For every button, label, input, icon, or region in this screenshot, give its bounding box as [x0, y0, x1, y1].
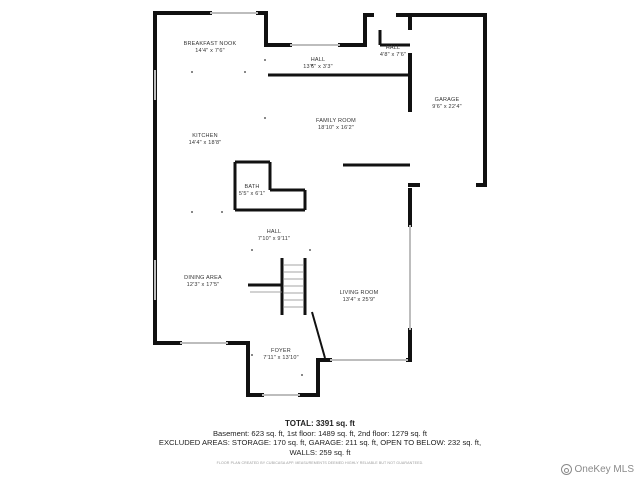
room-breakfast-nook: BREAKFAST NOOK 14'4" x 7'6"	[180, 41, 240, 55]
room-dimensions: 9'6" x 22'4"	[432, 104, 462, 110]
room-hall-center: HALL 7'10" x 9'11"	[252, 229, 296, 243]
room-name: BATH	[244, 184, 260, 190]
room-foyer: FOYER 7'11" x 13'10"	[258, 348, 304, 362]
room-family-room: FAMILY ROOM 18'10" x 16'2"	[308, 118, 364, 132]
room-name: GARAGE	[434, 97, 460, 103]
room-dimensions: 13'6" x 3'3"	[303, 64, 333, 70]
room-name: KITCHEN	[192, 133, 218, 139]
room-bath: BATH 5'5" x 6'1"	[236, 184, 268, 198]
watermark-text: OneKey MLS	[574, 464, 634, 475]
onekey-logo-icon	[560, 464, 572, 475]
room-dimensions: 13'4" x 25'9"	[342, 297, 376, 303]
room-dimensions: 14'4" x 7'6"	[195, 48, 225, 54]
room-dimensions: 14'4" x 18'8"	[188, 140, 222, 146]
room-name: LIVING ROOM	[339, 290, 379, 296]
room-hall-right: HALL 4'8" x 7'6"	[375, 45, 411, 59]
total-area: TOTAL: 3391 sq. ft	[285, 419, 355, 428]
room-living-room: LIVING ROOM 13'4" x 25'9"	[334, 290, 384, 304]
room-dimensions: 5'5" x 6'1"	[238, 191, 266, 197]
room-dimensions: 7'11" x 13'10"	[263, 355, 299, 361]
room-name: DINING AREA	[184, 275, 222, 281]
room-name: FOYER	[271, 348, 291, 354]
room-name: FAMILY ROOM	[316, 118, 356, 124]
room-name: HALL	[310, 57, 326, 63]
room-hall-top: HALL 13'6" x 3'3"	[296, 57, 340, 71]
fixture-marks	[191, 59, 313, 376]
room-dimensions: 12'3" x 17'5"	[186, 282, 220, 288]
room-dining-area: DINING AREA 12'3" x 17'5"	[180, 275, 226, 289]
room-dimensions: 4'8" x 7'6"	[379, 52, 407, 58]
exterior-walls	[153, 11, 487, 397]
room-name: BREAKFAST NOOK	[183, 41, 237, 47]
watermark: OneKey MLS	[560, 464, 634, 475]
room-kitchen: KITCHEN 14'4" x 18'8"	[183, 133, 227, 147]
room-dimensions: 18'10" x 16'2"	[317, 125, 355, 131]
stairs	[250, 264, 303, 308]
excluded-areas: EXCLUDED AREAS: STORAGE: 170 sq. ft, GAR…	[158, 438, 482, 447]
area-summary: TOTAL: 3391 sq. ft Basement: 623 sq. ft,…	[120, 419, 520, 457]
room-name: HALL	[266, 229, 282, 235]
walls-area: WALLS: 259 sq. ft	[289, 447, 351, 457]
interior-walls	[233, 30, 410, 359]
room-garage: GARAGE 9'6" x 22'4"	[425, 97, 469, 111]
room-dimensions: 7'10" x 9'11"	[257, 236, 291, 242]
windows	[154, 12, 411, 396]
room-name: HALL	[385, 45, 401, 51]
disclaimer: FLOOR PLAN CREATED BY CUBICASA APP. MEAS…	[216, 461, 424, 465]
floor-areas: Basement: 623 sq. ft, 1st floor: 1489 sq…	[212, 428, 427, 438]
